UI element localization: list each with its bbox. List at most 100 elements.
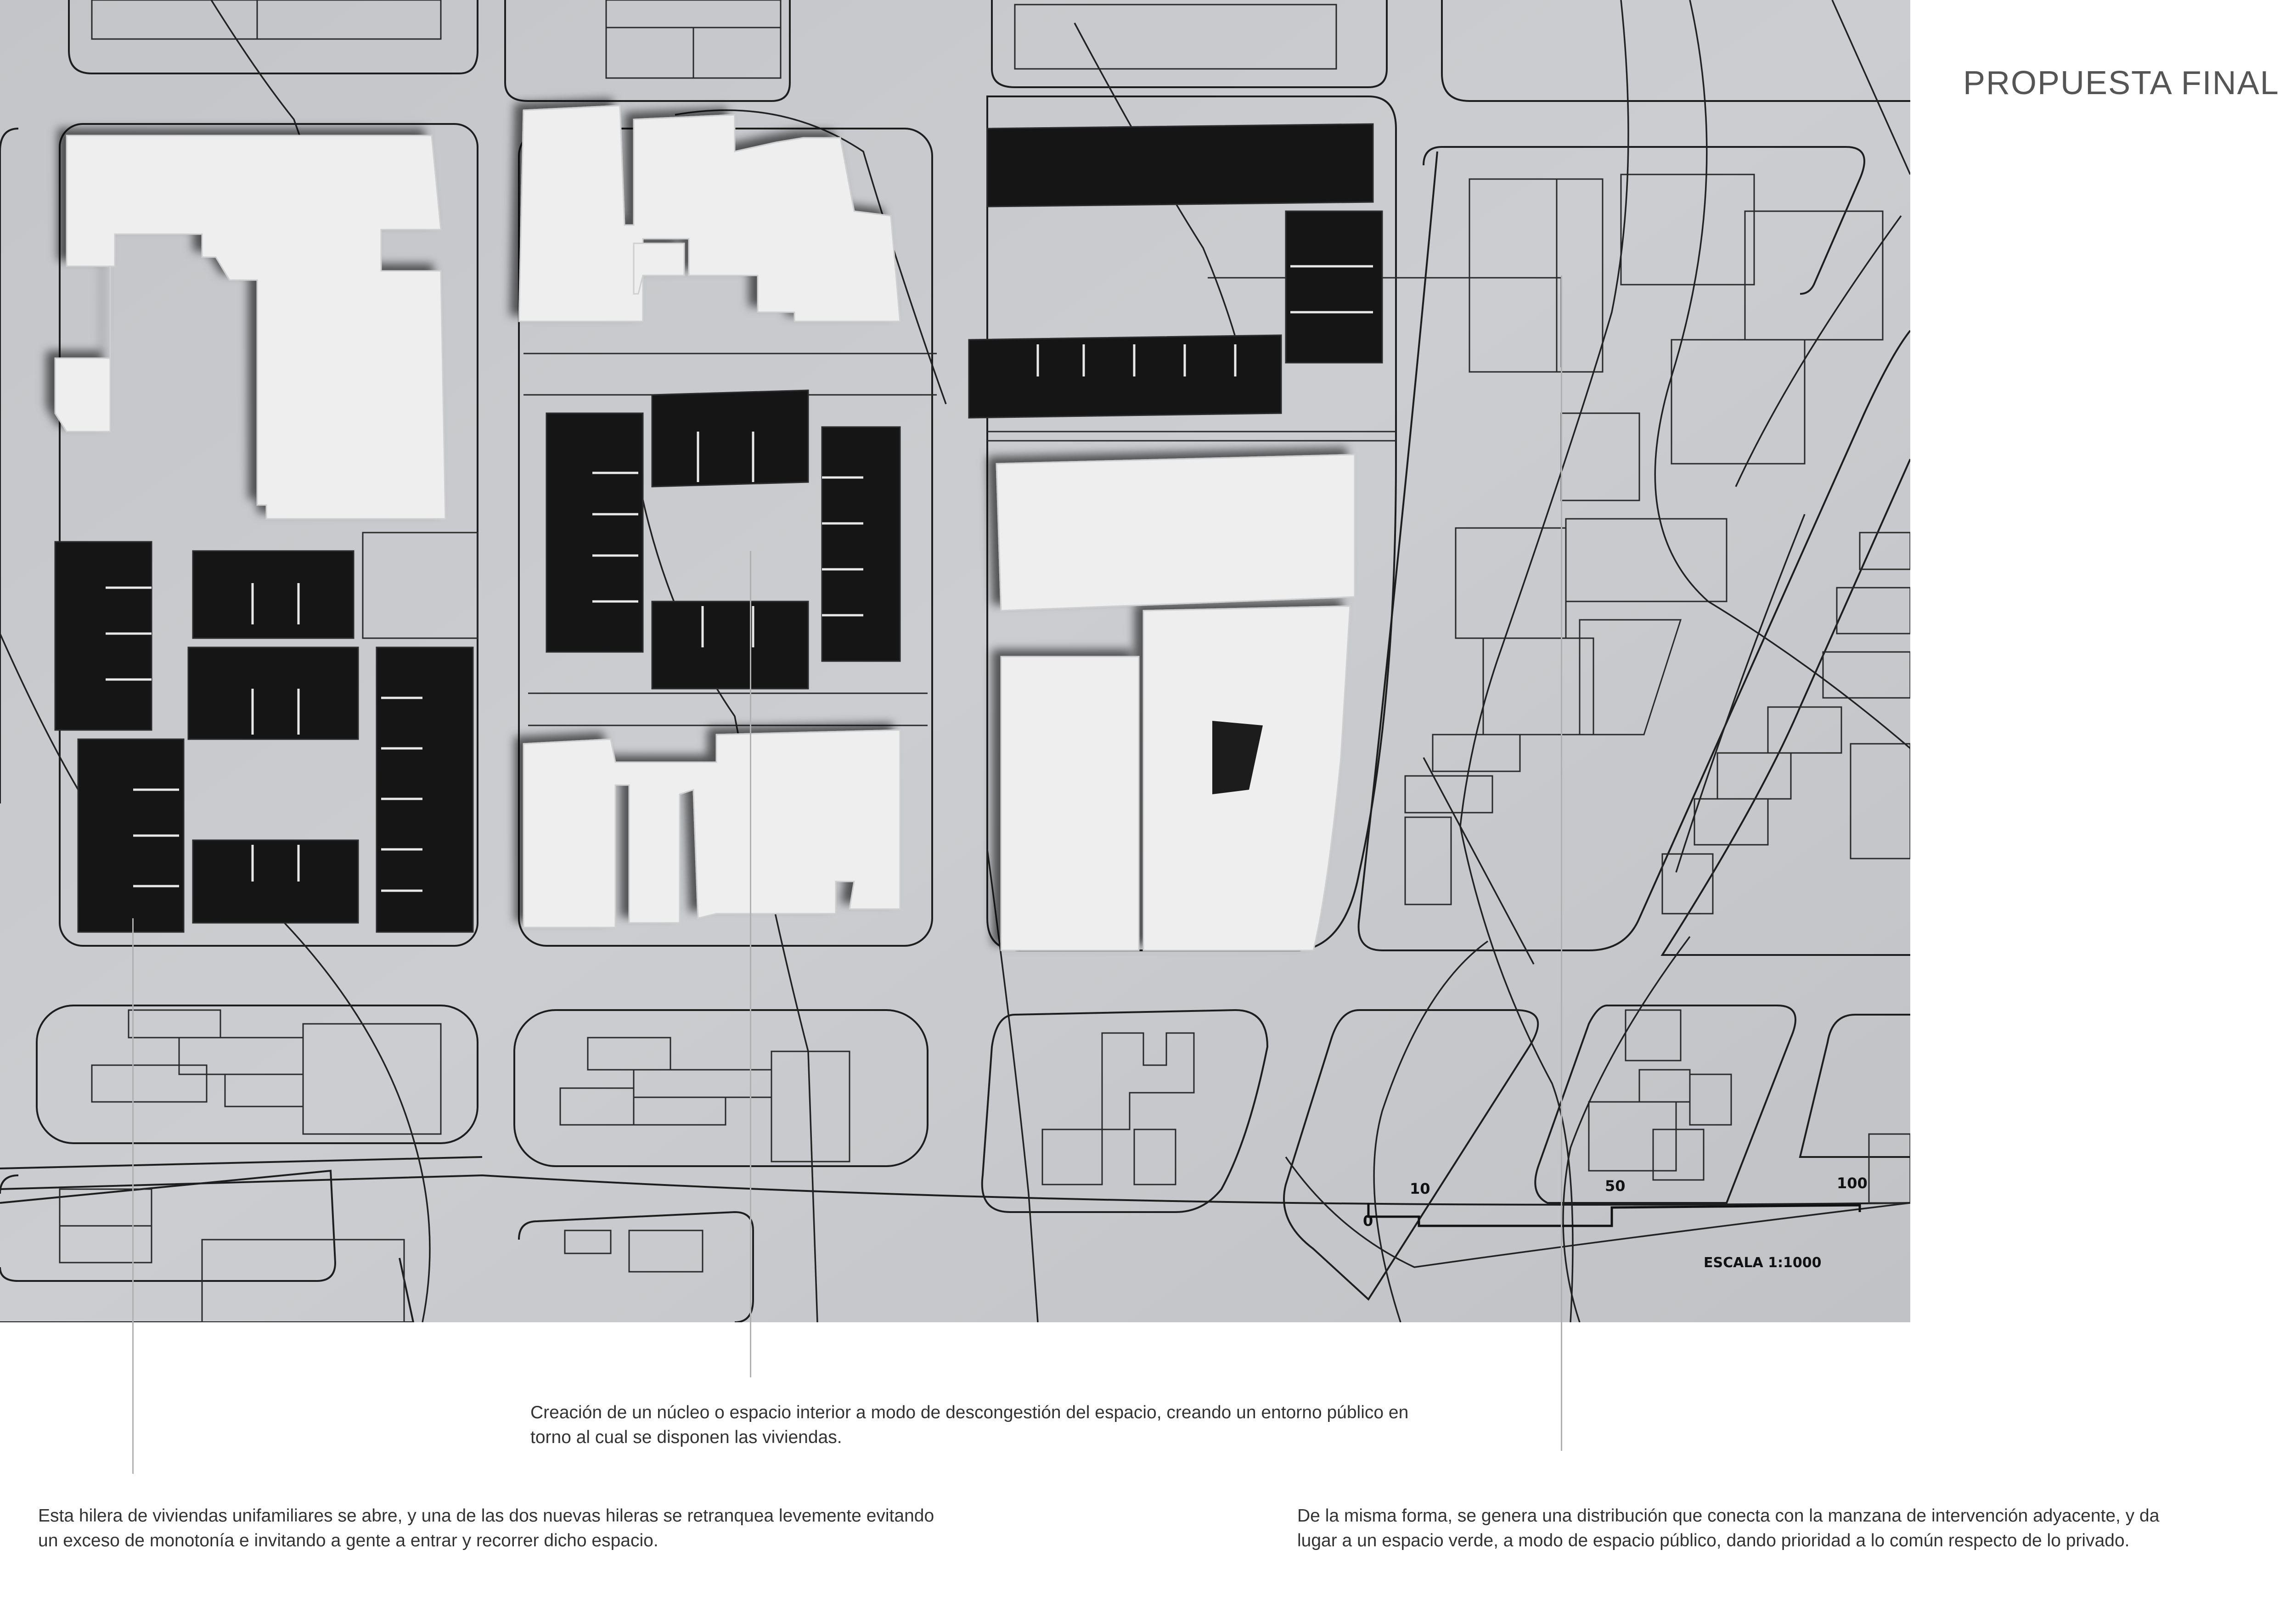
scale-tick-0: 0 xyxy=(1363,1212,1373,1230)
pencil-lines xyxy=(0,0,1910,1322)
plot xyxy=(1694,798,1769,846)
plot xyxy=(1588,1101,1677,1172)
plot xyxy=(564,1230,612,1254)
plot xyxy=(1652,1129,1705,1181)
plot xyxy=(1767,706,1842,754)
block-outline xyxy=(1799,1014,1910,1158)
block-outline xyxy=(0,1174,19,1194)
plot xyxy=(633,1096,726,1126)
block-outline xyxy=(0,128,19,803)
block-outline xyxy=(981,1009,1269,1213)
plot xyxy=(1133,1129,1176,1185)
plot xyxy=(1482,637,1594,736)
plot xyxy=(128,1009,221,1039)
road-edge xyxy=(0,1156,483,1169)
white-model-masses xyxy=(54,105,1356,951)
black-mass xyxy=(651,389,809,488)
black-mass xyxy=(187,646,359,740)
black-mass xyxy=(1285,210,1383,364)
scale-tick-100: 100 xyxy=(1837,1174,1868,1192)
plot xyxy=(1014,4,1337,70)
plot xyxy=(1671,339,1806,465)
white-mass xyxy=(518,105,901,322)
plot-outlines xyxy=(59,0,1910,1322)
block-outline xyxy=(1660,459,1910,956)
plot xyxy=(692,27,782,79)
block-outline xyxy=(1441,0,1910,102)
plot xyxy=(1868,1133,1910,1204)
plot xyxy=(256,0,442,40)
plot xyxy=(1836,587,1910,635)
block-outline xyxy=(1357,151,1910,951)
plot xyxy=(1101,1032,1195,1130)
block-outline xyxy=(518,1211,754,1322)
white-mass xyxy=(1000,656,1140,951)
caption-center: Creación de un núcleo o espacio interior… xyxy=(530,1400,1495,1450)
block-outline xyxy=(36,1005,478,1144)
caption-center-line1: Creación de un núcleo o espacio interior… xyxy=(530,1403,1409,1422)
block-outline xyxy=(1283,1009,1539,1301)
site-model-photo: 0 10 50 100 ESCALA 1:1000 xyxy=(0,0,1910,1322)
black-mass xyxy=(192,839,359,924)
black-mass xyxy=(54,541,152,731)
caption-right-line2: lugar a un espacio verde, a modo de espa… xyxy=(1297,1531,2130,1550)
plot xyxy=(1850,743,1910,859)
black-mass-divisions xyxy=(106,265,1373,892)
black-mass xyxy=(821,426,901,662)
scale-tick-50: 50 xyxy=(1605,1177,1626,1195)
white-mass xyxy=(1212,721,1263,794)
black-model-masses xyxy=(54,123,1383,933)
caption-center-line2: torno al cual se disponen las viviendas. xyxy=(530,1427,842,1447)
page-title: PROPUESTA FINAL xyxy=(1963,65,2279,101)
scale-bar-labels: 0 10 50 100 ESCALA 1:1000 xyxy=(1363,1174,1868,1271)
caption-left: Esta hilera de viviendas unifamiliares s… xyxy=(38,1504,1002,1553)
plot xyxy=(1404,816,1452,905)
plot xyxy=(362,532,478,639)
plot xyxy=(1620,174,1755,286)
black-mass xyxy=(376,646,474,933)
plot xyxy=(587,1037,671,1071)
plot xyxy=(59,1188,152,1227)
plot xyxy=(1689,1073,1732,1126)
plot xyxy=(1556,178,1604,373)
block-outline xyxy=(0,1169,337,1282)
plot xyxy=(771,1050,850,1162)
white-mass xyxy=(633,242,685,295)
plot xyxy=(1822,651,1910,699)
black-mass xyxy=(986,123,1374,208)
plot xyxy=(302,1023,442,1135)
black-mass xyxy=(546,412,644,653)
scale-label: ESCALA 1:1000 xyxy=(1704,1255,1821,1271)
plot xyxy=(1661,853,1714,915)
leader-line-right xyxy=(1561,275,1562,1451)
caption-right-line1: De la misma forma, se genera una distrib… xyxy=(1297,1506,2160,1526)
caption-left-line1: Esta hilera de viviendas unifamiliares s… xyxy=(38,1506,934,1526)
white-mass xyxy=(54,135,446,520)
plot xyxy=(1565,518,1728,602)
black-mass xyxy=(77,738,185,933)
plot xyxy=(1579,619,1682,736)
scale-tick-10: 10 xyxy=(1410,1180,1430,1197)
road-edge xyxy=(0,1174,1910,1206)
plot xyxy=(1859,532,1910,570)
plot xyxy=(1041,1129,1103,1185)
plot xyxy=(91,1064,208,1103)
block-outline xyxy=(1534,1005,1796,1204)
black-mass xyxy=(651,601,809,690)
leader-line-left xyxy=(132,918,134,1474)
block-outline xyxy=(68,0,478,74)
white-mass xyxy=(996,454,1356,612)
white-mass xyxy=(523,729,901,928)
black-mass xyxy=(192,550,355,639)
block-outline xyxy=(504,0,791,102)
plot xyxy=(628,1230,703,1273)
caption-left-line2: un exceso de monotonía e invitando a gen… xyxy=(38,1531,658,1550)
block-outline xyxy=(1423,146,1865,295)
black-mass xyxy=(968,334,1282,419)
scale-bar xyxy=(1367,1203,1861,1227)
plot xyxy=(1625,1009,1682,1061)
plot xyxy=(201,1239,405,1322)
block-outline xyxy=(513,1009,929,1167)
plot xyxy=(1744,210,1884,341)
leader-line-center xyxy=(750,551,751,1377)
